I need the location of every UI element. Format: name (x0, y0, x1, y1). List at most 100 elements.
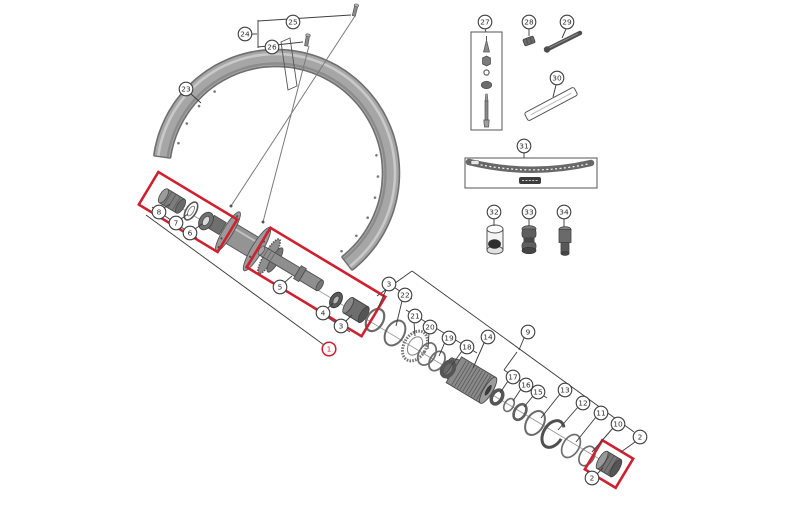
callout-leader (427, 332, 430, 350)
callout-leader (499, 380, 509, 394)
rim-arc (153, 49, 400, 271)
callout-7: 7 (168, 213, 189, 231)
valve-nut (482, 55, 491, 67)
ring-11 (560, 433, 582, 459)
callout-number: 4 (321, 309, 326, 318)
rim-end-cut (153, 155, 171, 159)
callout-leader (512, 388, 522, 402)
callout-circle (559, 14, 575, 30)
callout-leader (620, 441, 636, 453)
callout-number: 23 (181, 85, 191, 94)
callout-8: 8 (151, 203, 171, 220)
callout-circle (477, 14, 493, 30)
callout-18: 18 (451, 339, 475, 366)
callout-number: 30 (552, 74, 562, 83)
axle-unit-box (244, 225, 388, 339)
callout-number: 34 (559, 208, 569, 217)
callout-leader (180, 213, 189, 220)
washer-20 (416, 342, 438, 366)
callout-circle (632, 429, 648, 445)
locknut-2 (595, 450, 623, 478)
tire-lever-30 (524, 87, 578, 121)
callout-circle (407, 308, 423, 324)
callout-2: 2 (584, 467, 604, 486)
callout-3: 3 (333, 314, 353, 334)
callout-circle (264, 39, 280, 55)
callout-19: 19 (438, 330, 457, 357)
callout-circle (151, 204, 167, 220)
callout-leader (596, 467, 604, 475)
callout-number: 12 (578, 399, 587, 408)
callout-circle (178, 81, 194, 97)
ring-15 (512, 402, 528, 422)
callout-circle (518, 377, 534, 393)
callout-33: 33 (521, 204, 537, 226)
callout-number: 8 (157, 208, 162, 217)
snap-ring-12 (540, 419, 566, 449)
callout-circle (575, 395, 591, 411)
rim-spoke-hole (375, 153, 378, 157)
callout-circle (333, 318, 349, 334)
callout-number: 24 (240, 30, 250, 39)
callout-3: 3 (377, 276, 397, 309)
rim-spoke-hole (366, 216, 369, 220)
callout-number: 13 (560, 386, 570, 395)
callout-leader (413, 321, 416, 337)
callout-number: 16 (521, 381, 531, 390)
callout-number: 3 (387, 280, 392, 289)
callout-number: 2 (638, 433, 643, 442)
spokes-group (229, 15, 356, 224)
callout-circle (486, 204, 502, 220)
callout-number: 26 (267, 43, 277, 52)
callout-circle (182, 225, 198, 241)
callout-number: 3 (339, 322, 344, 331)
callout-leader (484, 28, 487, 33)
callout-number: 20 (425, 323, 435, 332)
callout-circle (521, 14, 537, 30)
valve-oring (483, 69, 490, 76)
callout-25: 25 (285, 14, 301, 30)
callout-leader (284, 275, 293, 283)
callout-number: 25 (288, 18, 298, 27)
callout-number: 5 (278, 283, 283, 292)
nipple-wrench-29 (543, 30, 583, 53)
callout-circle (516, 138, 532, 154)
rim-spoke-hole (373, 196, 377, 199)
callout-circle (321, 341, 337, 357)
bracket-line (145, 214, 325, 346)
callout-leader (438, 341, 446, 357)
callout-number: 6 (188, 229, 193, 238)
spoke-nipple-top (351, 3, 359, 17)
adapter-34 (558, 226, 572, 256)
callout-leader (523, 395, 534, 408)
callout-26: 26 (264, 39, 280, 55)
callout-17: 17 (499, 369, 521, 394)
callout-leader (561, 28, 567, 39)
end-cap-3 (342, 297, 370, 323)
callout-number: 9 (526, 328, 531, 337)
right-locknut-box (583, 438, 635, 490)
rim-spoke-hole (355, 234, 358, 238)
callout-leader (557, 406, 579, 431)
callout-23: 23 (178, 81, 202, 104)
callout-30: 30 (549, 70, 565, 98)
callout-circle (272, 279, 288, 295)
callout-number: 27 (480, 18, 490, 27)
rim-spoke-hole (340, 249, 343, 253)
callout-number: 7 (174, 219, 179, 228)
callout-circle (520, 324, 536, 340)
rim-spoke-hole (185, 122, 189, 125)
hub-axle (257, 245, 324, 292)
valve-unit-kit (470, 31, 503, 131)
callout-9: 9 (518, 324, 536, 351)
callout-circle (549, 70, 565, 86)
callout-number: 22 (400, 291, 409, 300)
callout-32: 32 (486, 204, 502, 226)
callout-circle (441, 330, 457, 346)
callout-6: 6 (182, 223, 203, 241)
callout-4: 4 (315, 302, 334, 321)
seal-washer-7 (183, 201, 199, 221)
callout-leader (451, 350, 463, 366)
callout-24: 24 (237, 26, 257, 42)
callout-leader (194, 223, 203, 230)
